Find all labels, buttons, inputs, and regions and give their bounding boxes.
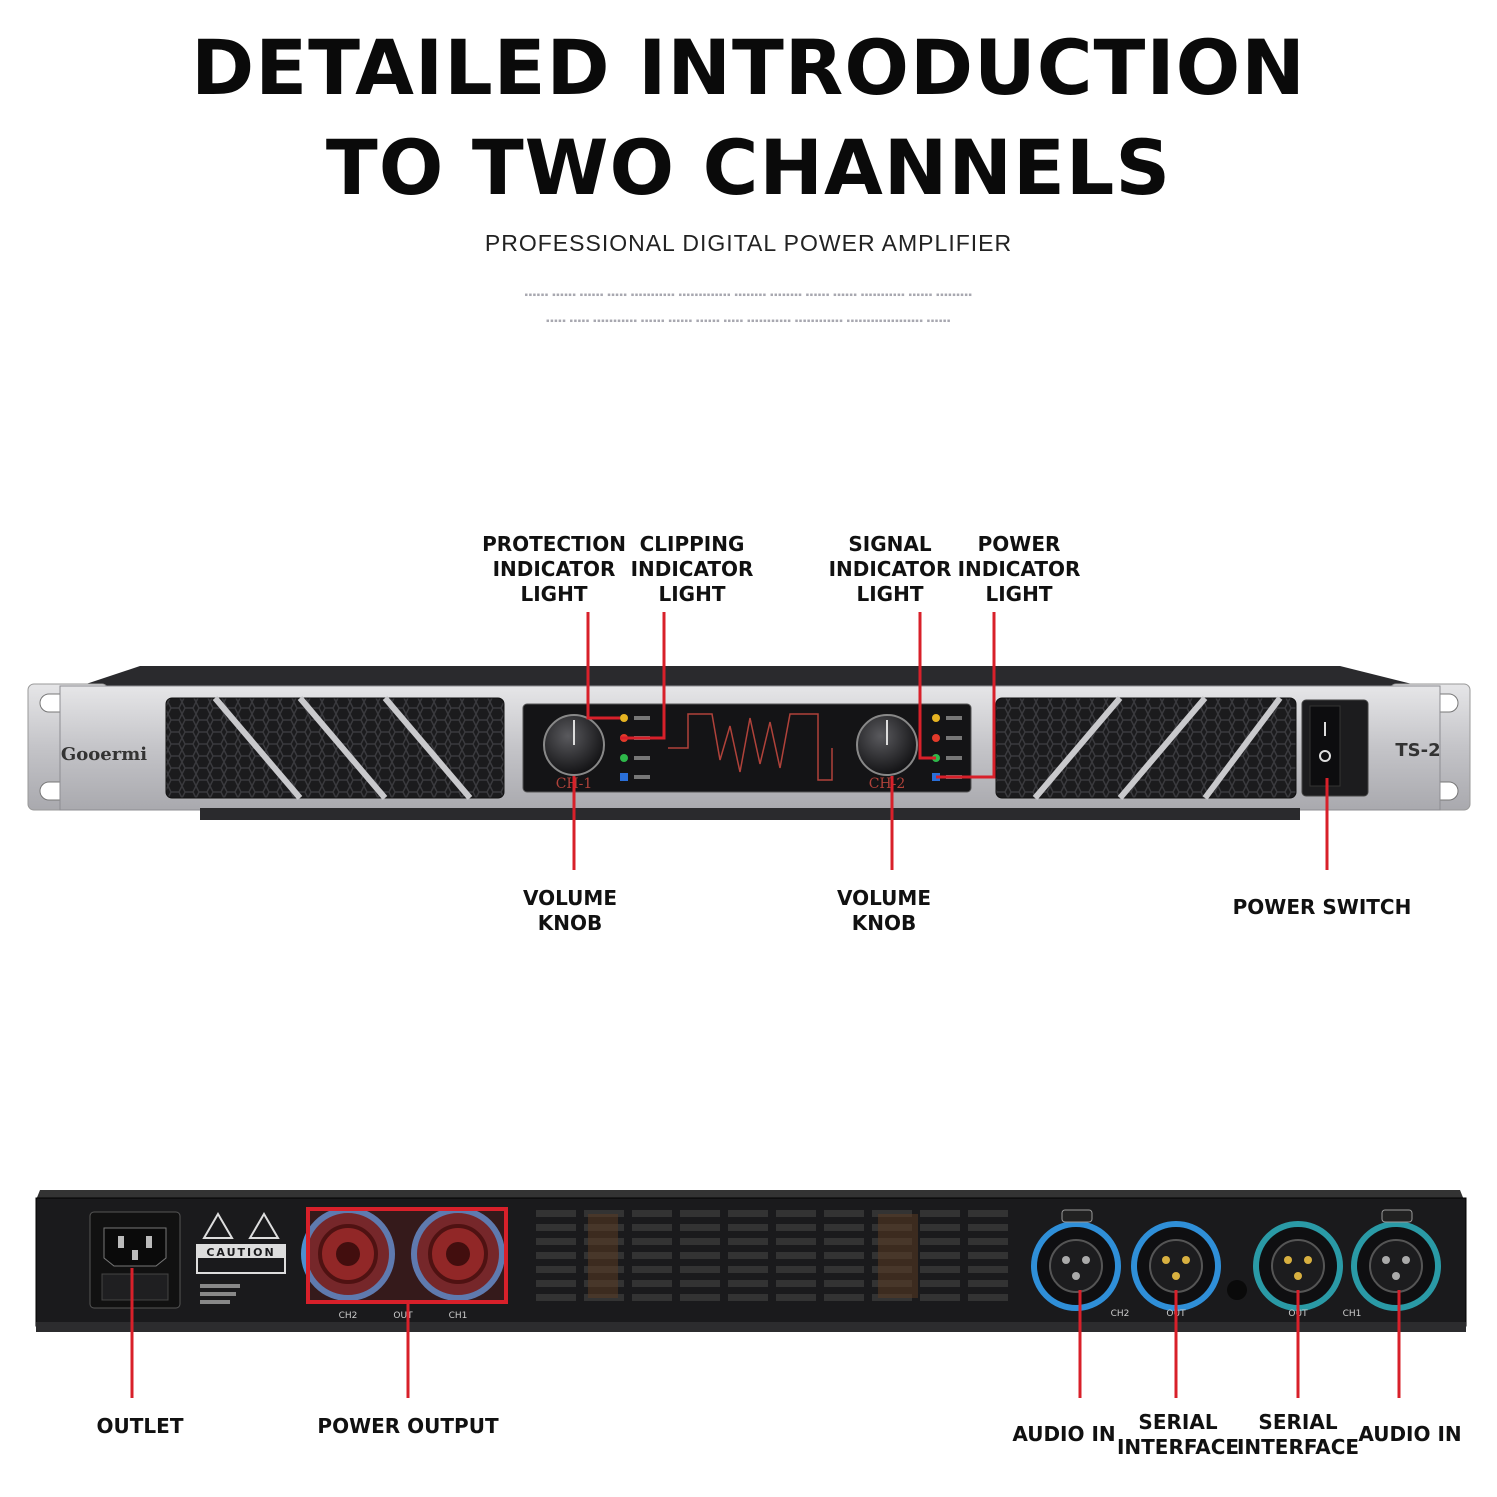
fine-print-line-1: ▪▪▪▪▪▪ ▪▪▪▪▪▪ ▪▪▪▪▪▪ ▪▪▪▪▪ ▪▪▪▪▪▪▪▪▪▪▪ ▪… (524, 290, 973, 301)
power-switch[interactable] (1301, 699, 1369, 797)
label-outlet: OUTLET (96, 1414, 184, 1438)
xlr-serial-out-ch1[interactable] (1253, 1221, 1343, 1311)
title-line-1: DETAILED INTRODUCTION (191, 23, 1306, 112)
rear-callout-lines (130, 1268, 1401, 1398)
volume-knob-ch1[interactable] (543, 714, 605, 776)
in-label-ch1: CH1 (1343, 1309, 1362, 1319)
volume-knob-ch2[interactable] (856, 714, 918, 776)
out-label-ch1: CH1 (449, 1311, 468, 1321)
front-chassis-bottom (200, 808, 1300, 820)
caution-label (196, 1212, 286, 1304)
xlr-audio-in-ch1[interactable] (1351, 1209, 1441, 1311)
led-protection-ch1 (620, 714, 628, 722)
fine-print-line-2: ▪▪▪▪▪ ▪▪▪▪▪ ▪▪▪▪▪▪▪▪▪▪▪ ▪▪▪▪▪▪ ▪▪▪▪▪▪ ▪▪… (546, 316, 951, 327)
label-audio-in-right: AUDIO IN (1358, 1422, 1462, 1446)
label-power-output: POWER OUTPUT (317, 1414, 499, 1438)
label-power-switch: POWER SWITCH (1232, 895, 1412, 919)
title-line-2: TO TWO CHANNELS (325, 123, 1172, 212)
out-label-out: OUT (393, 1311, 413, 1321)
ground-screw (1227, 1280, 1247, 1300)
front-vent-left (165, 696, 505, 800)
control-panel (522, 703, 972, 793)
front-chassis-top (80, 666, 1420, 686)
model-label: TS-2 (1395, 740, 1440, 761)
power-inlet[interactable] (89, 1211, 181, 1309)
led-power-ch1 (620, 773, 628, 781)
front-vent-right (995, 696, 1297, 800)
label-audio-in-left: AUDIO IN (1012, 1422, 1116, 1446)
led-signal-ch1 (620, 754, 628, 762)
out-label-ch2: CH2 (339, 1311, 358, 1321)
xlr-audio-in-ch2[interactable] (1031, 1209, 1121, 1311)
power-output-highlight (306, 1207, 508, 1304)
rear-vent (536, 1206, 1016, 1314)
brand-logo: Gooermi (61, 744, 147, 765)
ch2-label: CH-2 (869, 776, 906, 792)
subtitle: PROFESSIONAL DIGITAL POWER AMPLIFIER (484, 230, 1013, 256)
speakon-output-ch2[interactable] (301, 1207, 395, 1301)
front-callout-lines (572, 612, 1329, 870)
speakon-output-ch1[interactable] (411, 1207, 505, 1301)
caution-text: CAUTION (206, 1246, 275, 1259)
in-label-ch2: CH2 (1111, 1309, 1130, 1319)
